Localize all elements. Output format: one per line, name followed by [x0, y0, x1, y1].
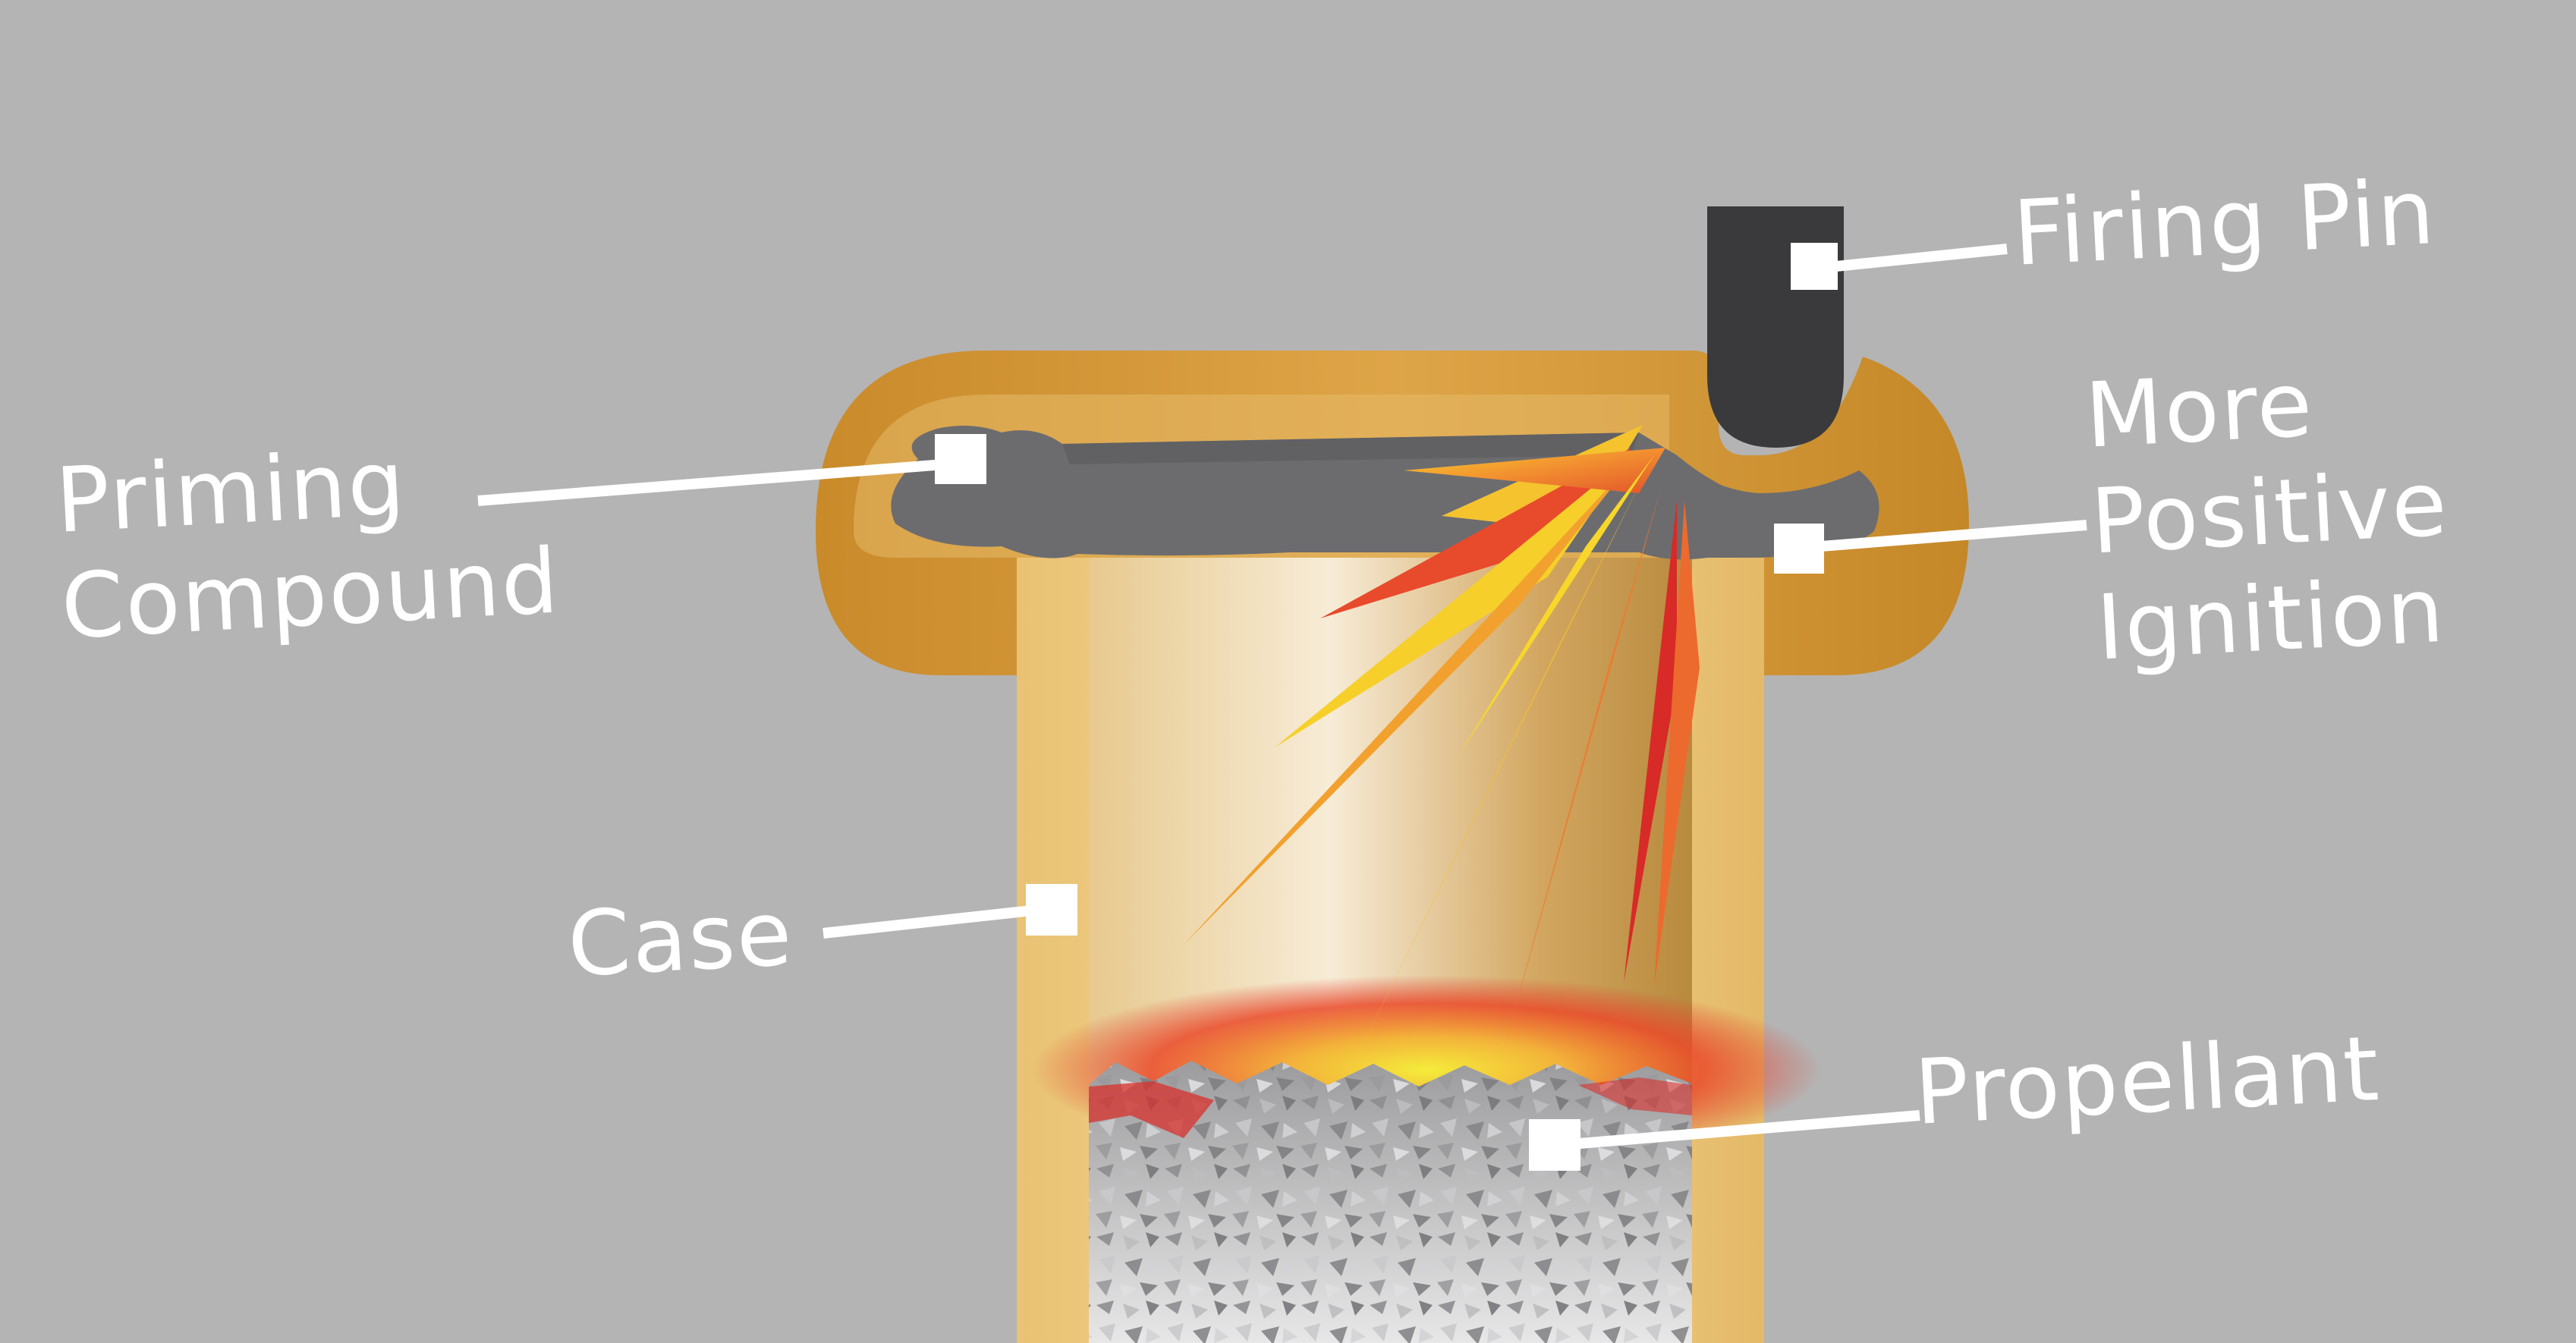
label-case: Case [565, 880, 796, 997]
label-more-positive-ignition: More Positive Ignition [2083, 351, 2451, 681]
leader-more-positive-ignition [1774, 520, 2087, 574]
label-priming-compound: Priming Compound [53, 429, 562, 659]
firing-pin [1707, 206, 1844, 448]
leader-case [822, 884, 1077, 939]
ignition-flame [1184, 425, 1700, 1100]
leader-priming-compound [477, 434, 986, 506]
leader-firing-pin [1791, 243, 2008, 290]
label-firing-pin: Firing Pin [2011, 159, 2439, 286]
leader-propellant [1529, 1110, 1920, 1171]
